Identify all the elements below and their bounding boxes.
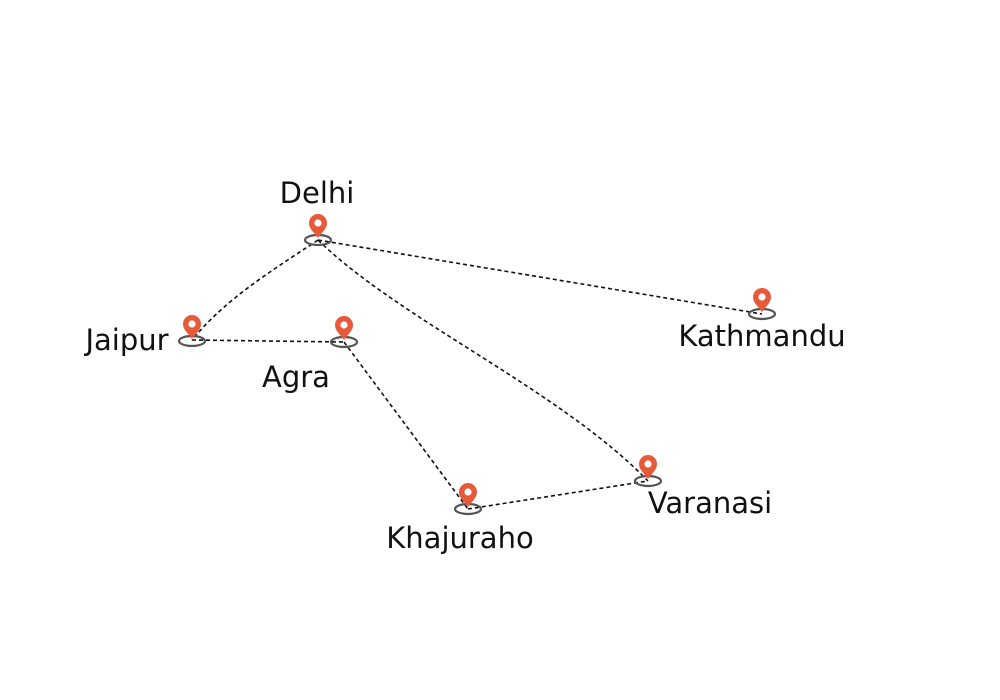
city-delhi[interactable]: Delhi xyxy=(280,176,355,247)
city-label-jaipur: Jaipur xyxy=(83,323,168,357)
route-delhi-jaipur xyxy=(191,239,319,341)
city-varanasi[interactable]: Varanasi xyxy=(633,455,772,520)
route-jaipur-agra xyxy=(191,339,345,343)
city-jaipur[interactable]: Jaipur xyxy=(83,315,207,357)
city-agra[interactable]: Agra xyxy=(262,316,359,394)
city-label-varanasi: Varanasi xyxy=(648,486,772,520)
map-pin-icon xyxy=(183,315,201,339)
map-pin-icon xyxy=(335,316,353,340)
city-label-kathmandu: Kathmandu xyxy=(678,319,845,353)
map-pin-icon xyxy=(639,455,657,479)
route-khajuraho-varanasi xyxy=(467,480,649,510)
route-delhi-varanasi xyxy=(317,239,649,482)
city-khajuraho[interactable]: Khajuraho xyxy=(386,483,534,555)
map-pin-icon xyxy=(459,483,477,507)
city-label-delhi: Delhi xyxy=(280,176,355,210)
map-pin-icon xyxy=(753,288,771,312)
routes xyxy=(191,239,763,510)
map-pin-icon xyxy=(309,214,327,238)
route-agra-khajuraho xyxy=(343,341,469,510)
city-kathmandu[interactable]: Kathmandu xyxy=(678,288,846,353)
city-label-agra: Agra xyxy=(262,360,330,394)
route-delhi-kathmandu xyxy=(317,239,763,315)
city-label-khajuraho: Khajuraho xyxy=(386,521,533,555)
